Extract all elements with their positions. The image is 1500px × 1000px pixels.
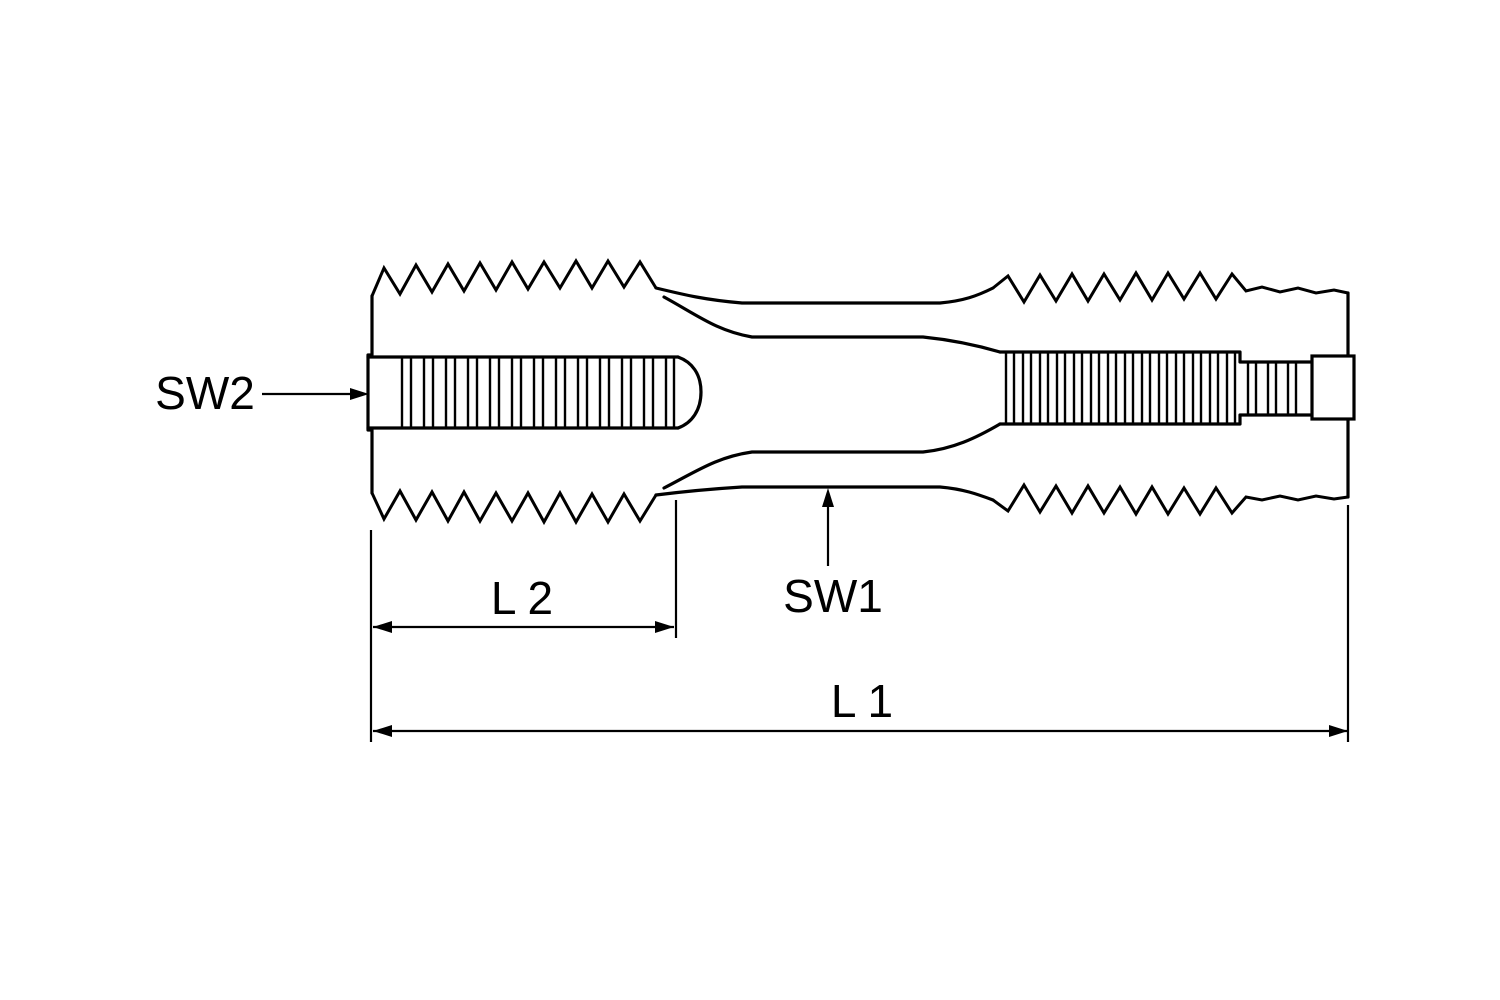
left-end-edge <box>366 294 374 495</box>
shank-bottom-outer <box>654 485 995 502</box>
dimensions: SW2 SW1 L 2 L 1 <box>155 367 1350 742</box>
l2-arrowhead-left-icon <box>373 621 392 633</box>
label-l1: L 1 <box>831 675 893 727</box>
left-thread-crest-top <box>370 258 658 297</box>
right-thread-ribs <box>1004 352 1237 424</box>
right-small-section-ribs <box>1246 362 1298 415</box>
left-thread-band-end <box>676 355 703 430</box>
l2-arrowhead-right-icon <box>655 621 674 633</box>
label-sw1: SW1 <box>783 570 883 622</box>
tap-body <box>366 258 1356 526</box>
left-thread-crest-bottom <box>370 487 658 526</box>
l1-arrowhead-left-icon <box>373 725 392 737</box>
square-drive-end <box>1310 354 1356 421</box>
label-l2: L 2 <box>491 572 553 624</box>
sw1-arrowhead-icon <box>822 488 834 507</box>
shank-bottom-inner <box>662 422 1002 490</box>
sw2-arrowhead-icon <box>350 388 369 400</box>
shank-top-inner <box>662 295 1002 354</box>
right-thread-crest-top <box>992 270 1349 305</box>
left-thread-ribs <box>400 357 676 428</box>
right-thread-crest-bottom <box>992 482 1349 517</box>
shank-top-outer <box>654 286 995 305</box>
label-sw2: SW2 <box>155 367 255 419</box>
l1-arrowhead-right-icon <box>1329 725 1348 737</box>
